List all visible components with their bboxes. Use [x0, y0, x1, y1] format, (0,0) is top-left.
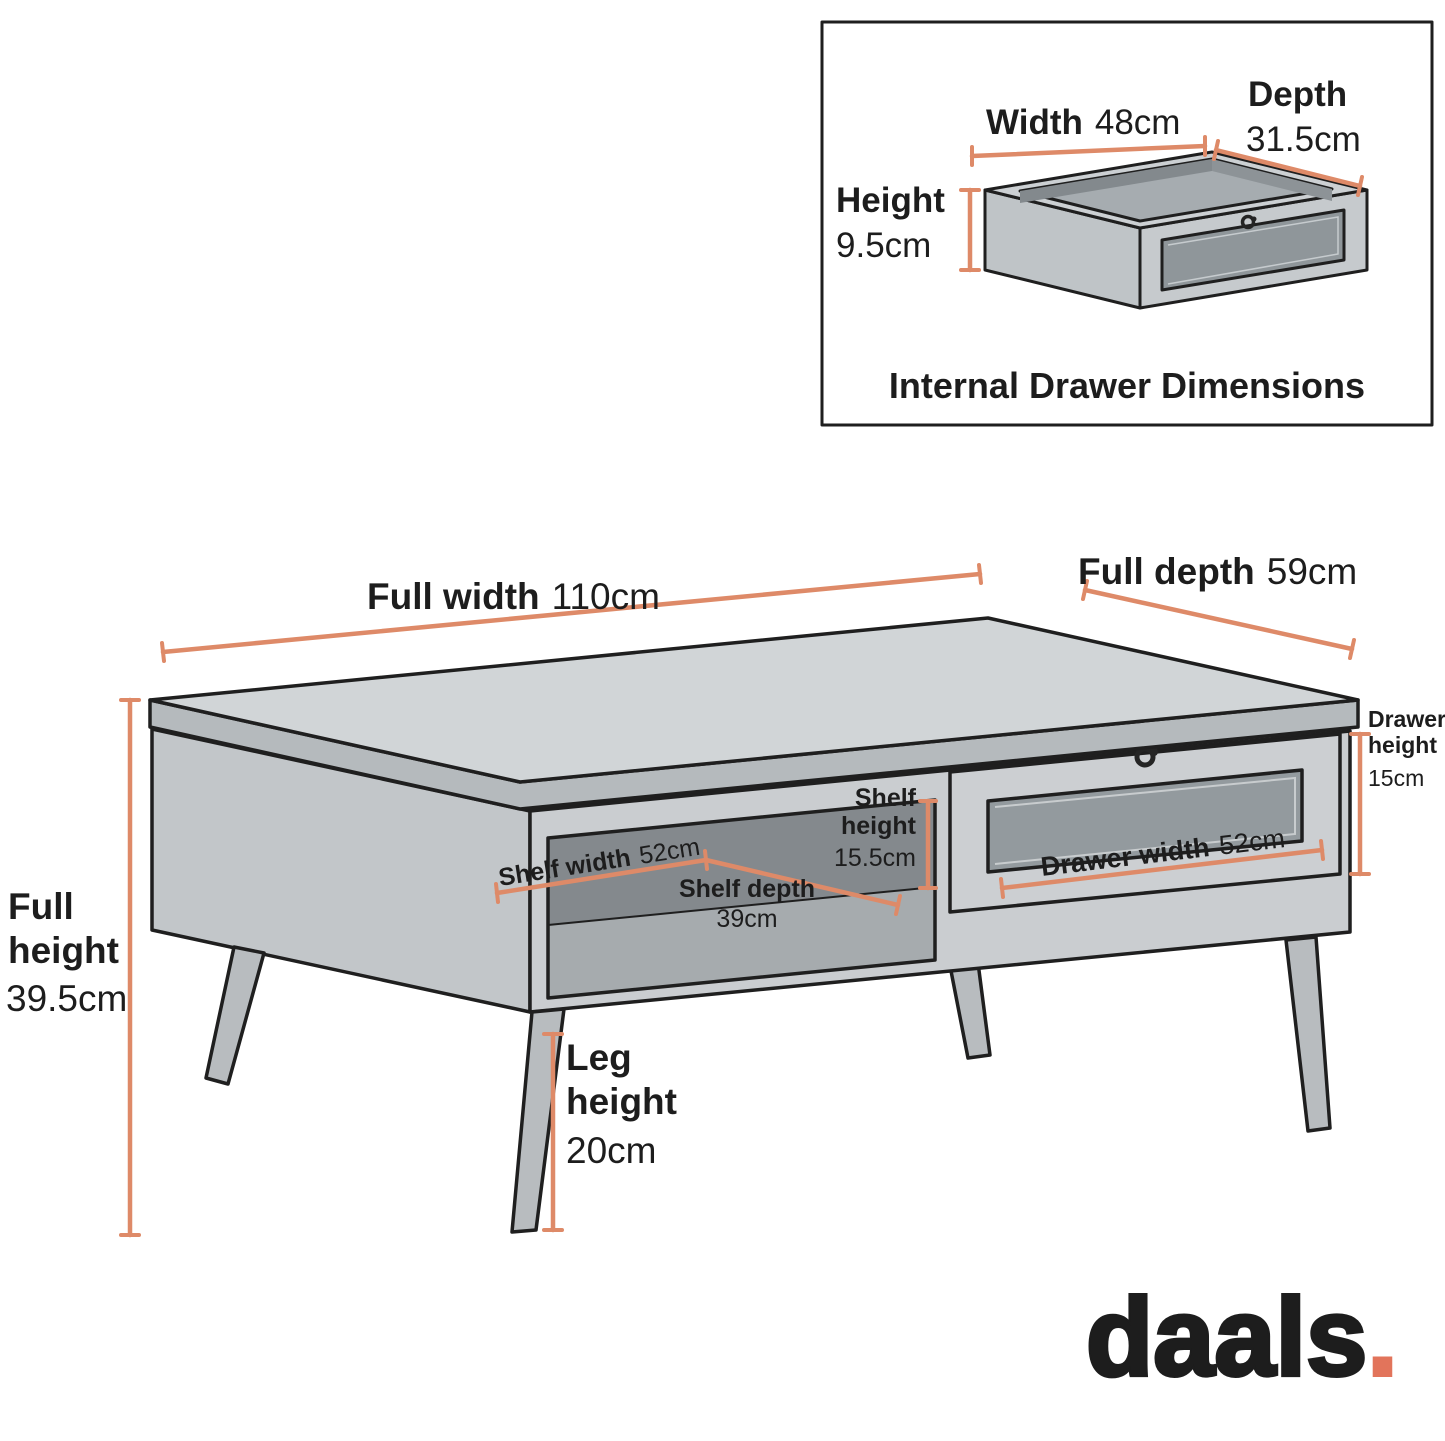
table-leg-front-left	[510, 1007, 566, 1234]
tabletop-surface	[148, 616, 1360, 784]
inset-title: Internal Drawer Dimensions	[889, 365, 1365, 406]
table-illustration	[148, 616, 1360, 1234]
shelf-floor	[548, 887, 935, 998]
shelf-opening-outline	[546, 798, 937, 1000]
inset-drawer-cavity-back-wall	[1020, 159, 1212, 203]
inset-drawer-window	[1160, 208, 1346, 292]
brand-logo: daals.	[1086, 1276, 1398, 1399]
drawer-window	[986, 768, 1304, 874]
inset-drawer-window-bevel	[1167, 216, 1339, 285]
shelf-floor-edge	[547, 886, 936, 926]
inset-drawer-illustration	[983, 150, 1369, 310]
table-leg-back-left	[204, 945, 266, 1086]
inset-drawer-knob-icon	[1240, 214, 1257, 230]
inset-drawer-cavity-side-wall	[1212, 159, 1332, 201]
shelf-compartment	[546, 798, 937, 1000]
table-leg-front-right	[1284, 935, 1332, 1133]
drawer-window-bevel	[994, 776, 1296, 865]
shelf-back-wall	[548, 800, 935, 925]
drawer-front	[948, 732, 1342, 914]
